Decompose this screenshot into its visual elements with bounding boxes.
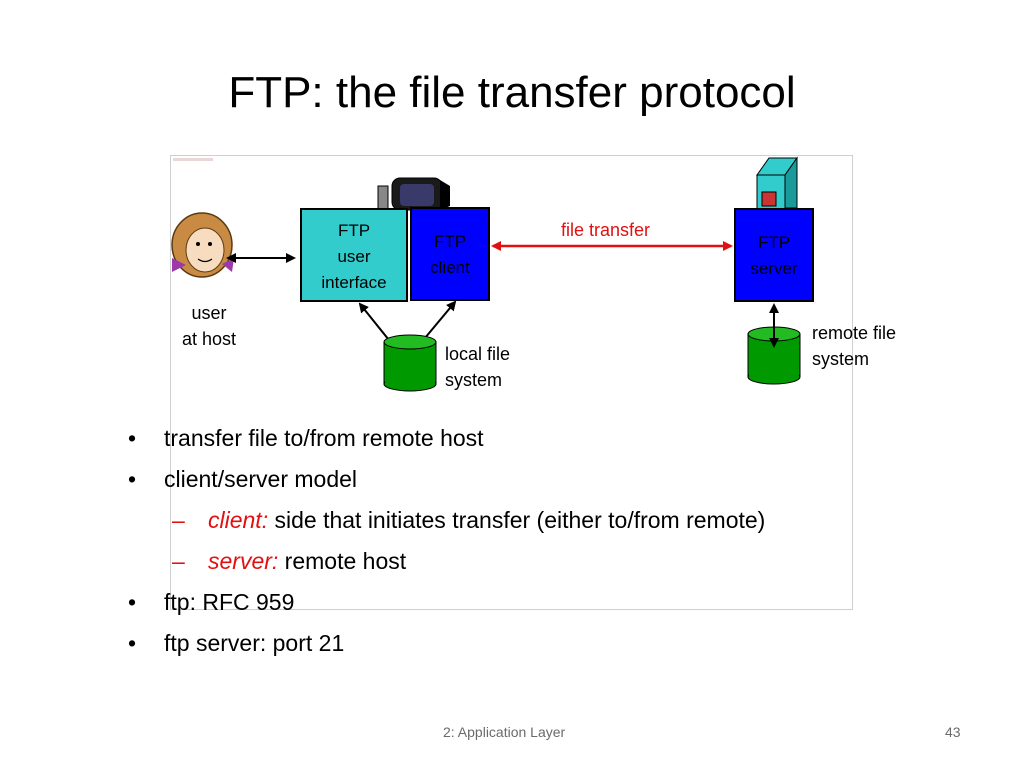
bullet-text: server: remote host (208, 543, 406, 579)
local-file-system-cylinder (383, 334, 437, 392)
ftp-client-line-1: FTP (433, 232, 467, 251)
user-person-icon (171, 212, 234, 278)
user-label-line-1: user (191, 303, 227, 323)
term-description: side that initiates transfer (either to/… (268, 507, 766, 533)
computer-icon (377, 177, 450, 211)
ftp-server-line-1: FTP (757, 233, 791, 252)
term-description: remote host (278, 548, 407, 574)
bullet-text: client: side that initiates transfer (ei… (208, 502, 765, 538)
bullet-text: transfer file to/from remote host (164, 425, 484, 451)
bullet-text: client/server model (164, 466, 358, 492)
ftp-ui-line-1: FTP (337, 221, 371, 240)
ftp-client-box: FTP client (410, 207, 490, 301)
ftp-client-line-2: client (430, 258, 470, 277)
bullet-text: ftp: RFC 959 (164, 589, 295, 615)
local-file-system-label: local file system (445, 341, 510, 393)
user-label-line-2: at host (181, 329, 237, 349)
slide-title: FTP: the file transfer protocol (228, 68, 796, 117)
remote-fs-line-1: remote file (812, 323, 897, 343)
frame-thumbnail (173, 158, 213, 161)
term-client: client: (208, 507, 269, 533)
diagram-frame (170, 155, 853, 610)
server-tower-icon (756, 156, 798, 211)
term-server: server: (208, 548, 279, 574)
remote-file-system-label: remote file system (812, 320, 896, 372)
footer-section-label: 2: Application Layer (443, 724, 566, 740)
ftp-ui-line-3: interface (321, 273, 387, 292)
remote-fs-line-2: system (812, 349, 870, 369)
user-at-host-label: user at host (168, 300, 250, 352)
ftp-server-line-2: server (750, 259, 798, 278)
ftp-server-box: FTP server (734, 208, 814, 302)
local-fs-line-1: local file (445, 344, 511, 364)
page-number: 43 (945, 724, 961, 740)
local-fs-line-2: system (445, 370, 503, 390)
bullet-text: ftp server: port 21 (164, 630, 345, 656)
ftp-ui-line-2: user (337, 247, 371, 266)
ftp-user-interface-box: FTP user interface (300, 208, 408, 302)
file-transfer-label: file transfer (561, 220, 651, 240)
